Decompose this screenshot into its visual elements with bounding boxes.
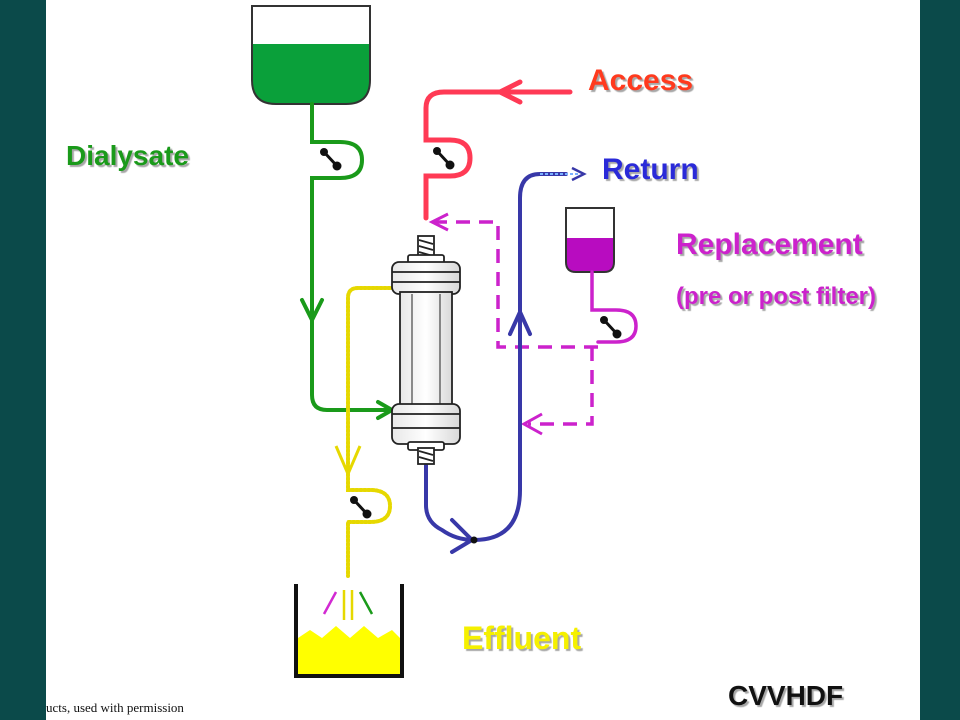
return-label: Return <box>602 153 699 186</box>
replacement-note-label: (pre or post filter) <box>676 283 877 310</box>
replacement-label: Replacement <box>676 228 863 261</box>
effluent-arrowhead <box>334 445 362 478</box>
therapy-mode-label: CVVHDF <box>728 680 844 711</box>
slide-canvas <box>46 0 920 720</box>
dialysate-pump-icon <box>320 148 342 171</box>
replacement-arrowheads <box>428 212 543 436</box>
dialysate-label: Dialysate <box>66 140 189 171</box>
replacement-bag <box>565 207 615 273</box>
replacement-dashed-lines <box>434 220 598 426</box>
replacement-line <box>590 270 638 344</box>
access-pump-icon <box>433 147 455 170</box>
return-clamp-dot <box>470 536 478 544</box>
hemofilter-cartridge <box>391 235 461 465</box>
access-label: Access <box>588 64 694 97</box>
effluent-container <box>294 584 404 678</box>
access-line <box>423 79 573 221</box>
effluent-pump-icon <box>350 496 372 519</box>
replacement-pump-icon <box>600 316 622 339</box>
return-arrowhead <box>571 166 587 182</box>
effluent-label: Effluent <box>462 620 582 656</box>
dialysate-bag <box>251 5 371 105</box>
effluent-line <box>346 286 400 578</box>
image-credit-text: ucts, used with permission <box>46 700 184 715</box>
